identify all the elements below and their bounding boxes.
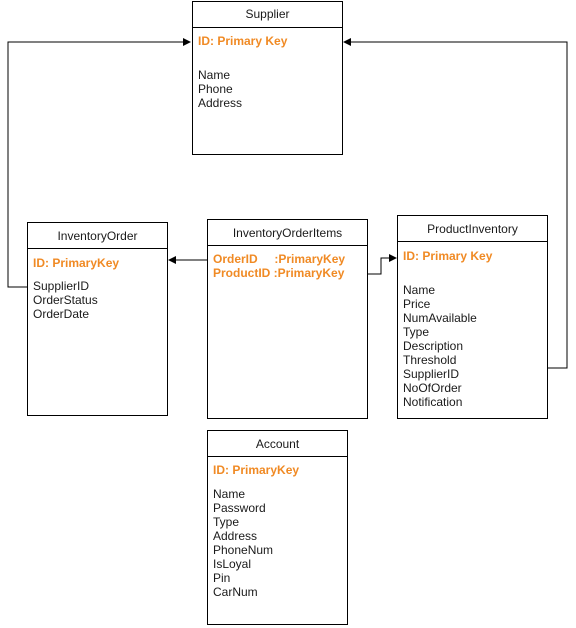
entity-product-inventory: ProductInventory ID: Primary Key Name Pr… xyxy=(397,215,548,419)
connector-orderitems-to-productinventory xyxy=(368,254,397,275)
field-item: Name xyxy=(198,68,231,82)
field-item: Price xyxy=(403,297,431,311)
entity-title: Account xyxy=(208,431,347,457)
field-item: PhoneNum xyxy=(213,543,274,557)
field-list: Name Password Type Address PhoneNum IsLo… xyxy=(213,487,273,599)
entity-supplier: Supplier ID: Primary Key Name Phone Addr… xyxy=(192,1,343,155)
entity-account: Account ID: PrimaryKey Name Password Typ… xyxy=(207,430,348,625)
primary-key-label: ID: Primary Key xyxy=(198,34,288,48)
connector-productinventory-to-supplier xyxy=(343,38,568,369)
field-item: SupplierID xyxy=(33,279,90,293)
field-list: Name Price NumAvailable Type Description… xyxy=(403,283,477,409)
field-item: Pin xyxy=(213,571,231,585)
field-item: Type xyxy=(213,515,240,529)
field-item: Password xyxy=(213,501,266,515)
entity-title: InventoryOrderItems xyxy=(208,220,367,246)
field-item: Phone xyxy=(198,82,233,96)
field-item: CarNum xyxy=(213,585,258,599)
field-item: NumAvailable xyxy=(403,311,477,325)
entity-inventory-order: InventoryOrder ID: PrimaryKey SupplierID… xyxy=(27,222,168,416)
field-item: SupplierID xyxy=(403,367,460,381)
field-item: Address xyxy=(198,96,243,110)
field-item: OrderStatus xyxy=(33,293,98,307)
field-list: Name Phone Address xyxy=(198,68,242,110)
field-item: Address xyxy=(213,529,258,543)
primary-key-label: OrderID :PrimaryKey xyxy=(213,252,346,266)
entity-title: ProductInventory xyxy=(398,216,547,242)
field-item: Name xyxy=(213,487,246,501)
connector-inventoryorder-to-supplier xyxy=(7,38,191,288)
field-item: Description xyxy=(403,339,464,353)
primary-key-label: ID: Primary Key xyxy=(403,249,493,263)
field-item: Notification xyxy=(403,395,463,409)
entity-inventory-order-items: InventoryOrderItems OrderID :PrimaryKey … xyxy=(207,219,368,419)
primary-key-label: ID: PrimaryKey xyxy=(33,256,120,270)
field-item: NoOfOrder xyxy=(403,381,462,395)
field-list: SupplierID OrderStatus OrderDate xyxy=(33,279,98,321)
primary-key-label: ProductID :PrimaryKey xyxy=(213,266,345,280)
field-item: IsLoyal xyxy=(213,557,252,571)
field-item: Name xyxy=(403,283,436,297)
entity-title: InventoryOrder xyxy=(28,223,167,249)
field-item: Threshold xyxy=(403,353,457,367)
primary-key-label: ID: PrimaryKey xyxy=(213,463,300,477)
field-item: Type xyxy=(403,325,430,339)
entity-title: Supplier xyxy=(193,2,342,28)
field-item: OrderDate xyxy=(33,307,90,321)
